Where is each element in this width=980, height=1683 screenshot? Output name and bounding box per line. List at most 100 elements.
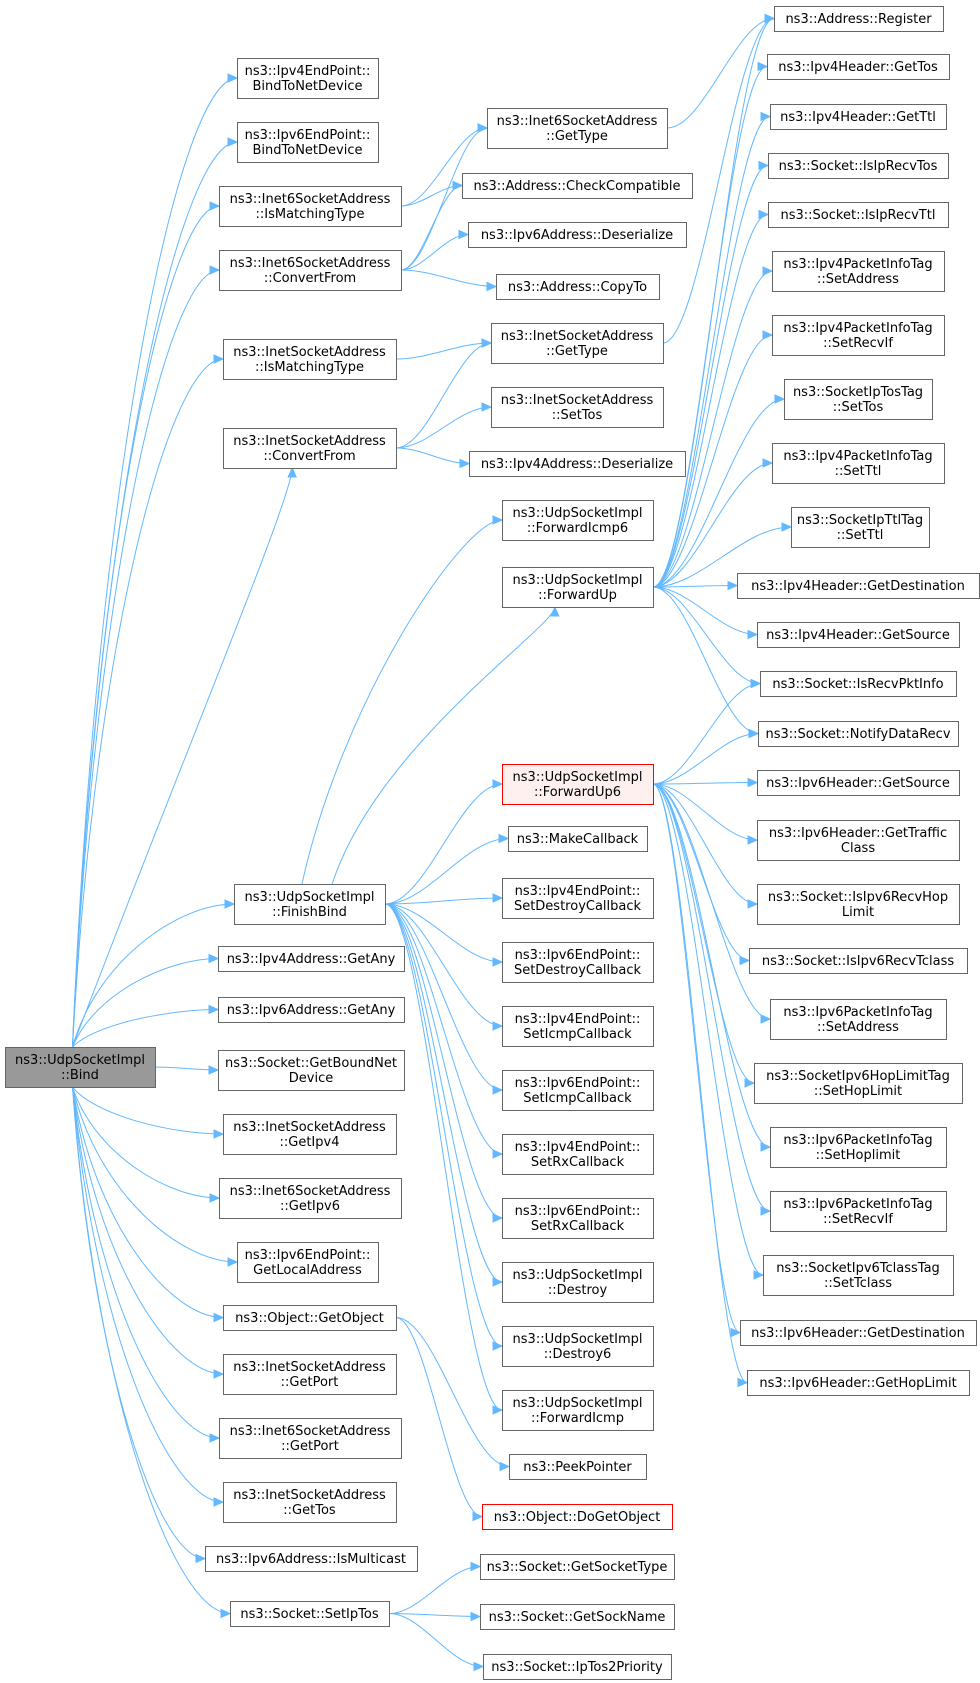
node-v6h-getdest[interactable]: ns3::Ipv6Header::GetDestination [740,1320,977,1346]
node-v6pit-sethop[interactable]: ns3::Ipv6PacketInfoTag::SetHoplimit [770,1127,947,1168]
node-isa-settos[interactable]: ns3::InetSocketAddress::SetTos [491,387,664,428]
node-v4h-gettos[interactable]: ns3::Ipv4Header::GetTos [767,54,950,80]
node-v6ep-seticmp[interactable]: ns3::Ipv6EndPoint::SetIcmpCallback [502,1070,654,1111]
node-addr-copyto[interactable]: ns3::Address::CopyTo [496,274,660,300]
node-i6sa-getipv6[interactable]: ns3::Inet6SocketAddress::GetIpv6 [219,1178,402,1219]
node-v4any[interactable]: ns3::Ipv4Address::GetAny [218,946,405,972]
edge-fwdup-to-isiprecvttl [652,209,770,588]
node-fwdicmp6[interactable]: ns3::UdpSocketImpl::ForwardIcmp6 [502,500,654,541]
node-i6sa-gettype[interactable]: ns3::Inet6SocketAddress::GetType [487,108,668,149]
node-makecb[interactable]: ns3::MakeCallback [508,826,648,852]
node-isa-getipv4[interactable]: ns3::InetSocketAddress::GetIpv4 [223,1114,397,1155]
edge-fwdup-to-iptostag_settos [652,394,786,588]
node-isa-gettos[interactable]: ns3::InetSocketAddress::GetTos [223,1482,397,1523]
node-getsockettype[interactable]: ns3::Socket::GetSocketType [480,1554,675,1580]
node-v6h-getsrc[interactable]: ns3::Ipv6Header::GetSource [757,770,960,796]
edge-bind-to-getobject [72,1086,225,1323]
node-v6pit-setaddr[interactable]: ns3::Ipv6PacketInfoTag::SetAddress [770,999,947,1040]
node-dogetobject[interactable]: ns3::Object::DoGetObject [482,1504,673,1530]
node-label: ns3::Socket::IsIpv6RecvTclass [762,954,954,969]
node-iptostag-settos[interactable]: ns3::SocketIpTosTag::SetTos [784,379,933,420]
node-v6ep-setdestroy[interactable]: ns3::Ipv6EndPoint::SetDestroyCallback [502,942,654,983]
node-label: ns3::Ipv4PacketInfoTag [783,257,932,272]
node-destroy[interactable]: ns3::UdpSocketImpl::Destroy [502,1262,654,1303]
node-isiprecvttl[interactable]: ns3::Socket::IsIpRecvTtl [768,202,949,228]
node-label: ns3::UdpSocketImpl [513,1332,643,1347]
node-addr-checkcompat[interactable]: ns3::Address::CheckCompatible [462,173,693,199]
node-box [223,1114,397,1155]
node-isa-convert[interactable]: ns3::InetSocketAddress::ConvertFrom [223,428,397,469]
node-box [219,1178,402,1219]
node-ipv4ep-bindnd[interactable]: ns3::Ipv4EndPoint::BindToNetDevice [237,58,379,99]
node-peekptr[interactable]: ns3::PeekPointer [509,1454,647,1480]
node-ipttltag-setttl[interactable]: ns3::SocketIpTtlTag::SetTtl [791,507,930,548]
node-isrecvpktinfo[interactable]: ns3::Socket::IsRecvPktInfo [760,671,957,697]
node-box [223,1354,397,1395]
node-v4h-getttl[interactable]: ns3::Ipv4Header::GetTtl [770,104,947,130]
node-label: ns3::UdpSocketImpl [513,770,643,785]
node-v4pit-setrecvif[interactable]: ns3::Ipv4PacketInfoTag::SetRecvIf [772,315,945,356]
node-iptos2prio[interactable]: ns3::Socket::IpTos2Priority [483,1654,672,1680]
node-box [491,387,664,428]
node-fwdup6[interactable]: ns3::UdpSocketImpl::ForwardUp6 [502,764,654,805]
node-v4ep-seticmp[interactable]: ns3::Ipv4EndPoint::SetIcmpCallback [502,1006,654,1047]
edge-bind-to-i6sa_ismatch [72,201,221,1048]
node-v6any[interactable]: ns3::Ipv6Address::GetAny [218,997,405,1023]
node-notifydatarecv[interactable]: ns3::Socket::NotifyDataRecv [758,721,959,747]
node-v4ep-setrx[interactable]: ns3::Ipv4EndPoint::SetRxCallback [502,1134,654,1175]
node-isa-getport[interactable]: ns3::InetSocketAddress::GetPort [223,1354,397,1395]
node-getobject[interactable]: ns3::Object::GetObject [223,1305,397,1331]
edge-finishbind-to-fwdicmp6 [301,515,504,885]
node-isiprecvtos[interactable]: ns3::Socket::IsIpRecvTos [768,153,949,179]
node-label: ns3::Ipv6EndPoint:: [245,1248,371,1263]
node-fwdup[interactable]: ns3::UdpSocketImpl::ForwardUp [502,567,654,608]
node-v4pit-setaddr[interactable]: ns3::Ipv4PacketInfoTag::SetAddress [772,251,945,292]
node-label: SetIcmpCallback [523,1091,632,1106]
node-i6sa-getport[interactable]: ns3::Inet6SocketAddress::GetPort [219,1418,402,1459]
node-hoptag-sethop[interactable]: ns3::SocketIpv6HopLimitTag::SetHopLimit [754,1063,963,1104]
node-label: ns3::Ipv4Header::GetDestination [751,579,965,594]
edge-finishbind-to-fwdup [331,605,560,885]
node-label: ns3::InetSocketAddress [233,345,386,360]
node-v6h-gethop[interactable]: ns3::Ipv6Header::GetHopLimit [747,1370,970,1396]
node-v4ep-setdestroy[interactable]: ns3::Ipv4EndPoint::SetDestroyCallback [502,878,654,919]
node-v6ismulticast[interactable]: ns3::Ipv6Address::IsMulticast [205,1546,418,1572]
edge-fwdup-to-v4pit_setttl [652,458,774,588]
node-ipv6ep-getlocal[interactable]: ns3::Ipv6EndPoint::GetLocalAddress [237,1242,379,1283]
node-addr-register[interactable]: ns3::Address::Register [774,6,944,32]
node-i6sa-ismatch[interactable]: ns3::Inet6SocketAddress::IsMatchingType [219,186,402,227]
node-destroy6[interactable]: ns3::UdpSocketImpl::Destroy6 [502,1326,654,1367]
edge-fwdup6-to-isrecvpktinfo [652,678,762,785]
node-v6deser[interactable]: ns3::Ipv6Address::Deserialize [468,222,687,248]
node-v4h-getsrc[interactable]: ns3::Ipv4Header::GetSource [757,622,960,648]
node-isa-ismatch[interactable]: ns3::InetSocketAddress::IsMatchingType [223,339,397,380]
node-label: Device [289,1071,333,1086]
node-label: ns3::SocketIpv6TclassTag [776,1261,940,1276]
node-box [757,770,960,796]
edge-finishbind-to-v6ep_seticmp [384,903,504,1095]
edge-finishbind-to-v6ep_setrx [384,903,504,1223]
node-box [770,999,947,1040]
node-v4deser[interactable]: ns3::Ipv4Address::Deserialize [469,451,686,477]
edge-getobject-to-peekptr [395,1317,511,1472]
node-getsockname[interactable]: ns3::Socket::GetSockName [480,1604,675,1630]
node-v4h-getdest[interactable]: ns3::Ipv4Header::GetDestination [737,573,980,599]
node-fwdicmp[interactable]: ns3::UdpSocketImpl::ForwardIcmp [502,1390,654,1431]
node-v6pit-setrecvif[interactable]: ns3::Ipv6PacketInfoTag::SetRecvIf [770,1191,947,1232]
node-label: ::GetType [546,129,608,144]
node-ipv6ep-bindnd[interactable]: ns3::Ipv6EndPoint::BindToNetDevice [237,122,379,163]
node-tclasstag-set[interactable]: ns3::SocketIpv6TclassTag::SetTclass [763,1255,954,1296]
node-isa-gettype[interactable]: ns3::InetSocketAddress::GetType [491,323,664,364]
node-v4pit-setttl[interactable]: ns3::Ipv4PacketInfoTag::SetTtl [772,443,945,484]
node-i6sa-convert[interactable]: ns3::Inet6SocketAddress::ConvertFrom [219,250,402,291]
node-label: ::SetTos [833,400,884,415]
node-box [760,671,957,697]
node-bind[interactable]: ns3::UdpSocketImpl::Bind [5,1047,156,1088]
node-isipv6recvtclass[interactable]: ns3::Socket::IsIpv6RecvTclass [749,948,968,974]
node-v6ep-setrx[interactable]: ns3::Ipv6EndPoint::SetRxCallback [502,1198,654,1239]
node-setiptos[interactable]: ns3::Socket::SetIpTos [230,1601,390,1627]
node-finishbind[interactable]: ns3::UdpSocketImpl::FinishBind [234,884,386,925]
